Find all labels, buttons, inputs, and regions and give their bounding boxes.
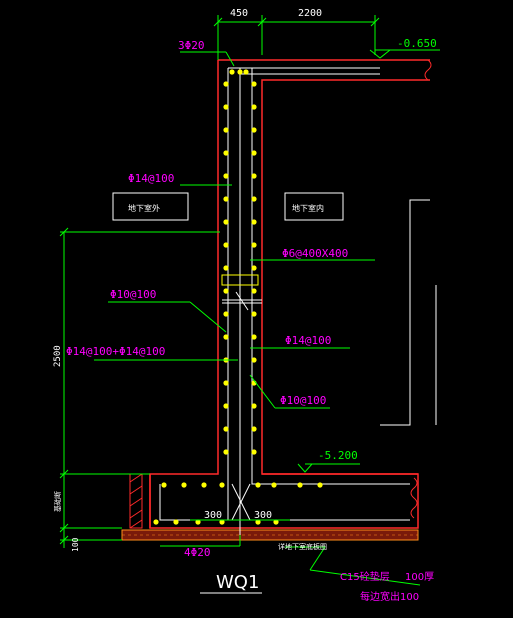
dim-left-small: 基础断 <box>53 491 62 512</box>
drawing-title: WQ1 <box>216 572 259 593</box>
rebar-dot <box>223 403 229 409</box>
rebar-dot <box>251 150 257 156</box>
slab-break-mark <box>410 59 432 519</box>
dim-top-left: 450 <box>230 8 248 19</box>
rebar-dot <box>223 127 229 133</box>
inner-rebar-line <box>251 68 410 485</box>
cushion-layer <box>121 529 419 541</box>
rebar-dot <box>223 288 229 294</box>
room-box-outside <box>112 192 189 221</box>
rebar-dot <box>251 242 257 248</box>
level-bottom: -5.200 <box>318 449 358 462</box>
rebar-dot <box>251 288 257 294</box>
wall-outer-face <box>149 60 430 529</box>
rebar-dot <box>255 519 261 525</box>
rebar-dot <box>251 127 257 133</box>
label-tie: Φ6@400X400 <box>282 247 348 260</box>
rebar-dot <box>219 482 225 488</box>
rebar-dot <box>223 196 229 202</box>
rebar-dot <box>255 482 261 488</box>
brick-hatch <box>129 473 143 529</box>
rebar-dot <box>223 173 229 179</box>
rebar-dots <box>153 69 323 525</box>
rebar-dot <box>223 426 229 432</box>
rebar-dot <box>223 311 229 317</box>
rebar-dot <box>223 449 229 455</box>
rebar-dot <box>251 311 257 317</box>
rebar-dot <box>229 69 235 75</box>
dim-top-right: 2200 <box>298 8 322 19</box>
labels: 450 2200 -0.650 3Φ20 Φ14@100 地下室外 地下室内 Φ… <box>53 8 437 603</box>
rebar-dot <box>317 482 323 488</box>
cushion-note: C15砼垫层 <box>340 570 390 583</box>
label-inner-vertical: Φ14@100 <box>285 334 331 347</box>
rebar-dot <box>297 482 303 488</box>
side-profile <box>380 199 437 426</box>
dimension-lines <box>59 15 440 586</box>
tie-symbol <box>221 274 262 311</box>
rebar-dot <box>251 219 257 225</box>
room-inside-label: 地下室内 <box>292 203 324 213</box>
rebar-dot <box>223 334 229 340</box>
rebar-dot <box>237 69 243 75</box>
rebar-dot <box>251 426 257 432</box>
rebar-dot <box>251 449 257 455</box>
rebar-dot <box>251 265 257 271</box>
rebar-lines <box>159 67 410 535</box>
rebar-dot <box>201 482 207 488</box>
rebar-dot <box>251 334 257 340</box>
rebar-dot <box>219 519 225 525</box>
label-outer-horizontal: Φ10@100 <box>110 288 156 301</box>
rebar-dot <box>195 519 201 525</box>
label-top-bars: 3Φ20 <box>178 39 205 52</box>
rebar-dot <box>153 519 159 525</box>
rebar-dot <box>251 357 257 363</box>
rebar-dot <box>251 81 257 87</box>
dim-left-height: 2500 <box>53 345 63 367</box>
rebar-dot <box>173 519 179 525</box>
label-outer-combined: Φ14@100+Φ14@100 <box>66 345 165 358</box>
dim-bottom-right: 300 <box>254 510 272 521</box>
label-outer-vertical: Φ14@100 <box>128 172 174 185</box>
rebar-dot <box>223 265 229 271</box>
label-bottom-bars: 4Φ20 <box>184 546 211 559</box>
rebar-dot <box>223 242 229 248</box>
dim-bottom-left: 300 <box>204 510 222 521</box>
rebar-dot <box>251 196 257 202</box>
rebar-dot <box>223 81 229 87</box>
label-inner-horizontal: Φ10@100 <box>280 394 326 407</box>
room-box-inside <box>284 192 344 221</box>
rebar-dot <box>271 482 277 488</box>
rebar-dot <box>223 219 229 225</box>
cushion-width: 每边宽出100 <box>360 590 419 603</box>
rebar-dot <box>243 69 249 75</box>
rebar-dot <box>223 380 229 386</box>
rebar-dot <box>223 104 229 110</box>
slab-note: 详地下室底板图 <box>278 542 327 551</box>
rebar-dot <box>223 150 229 156</box>
room-boxes <box>112 192 344 221</box>
rebar-dot <box>251 104 257 110</box>
dim-bottom-edge: 100 <box>71 537 80 552</box>
rebar-dot <box>273 519 279 525</box>
rebar-dot <box>181 482 187 488</box>
cushion-thickness: 100厚 <box>405 571 434 583</box>
rebar-dot <box>161 482 167 488</box>
room-outside-label: 地下室外 <box>128 203 160 213</box>
level-top: -0.650 <box>397 37 437 50</box>
rebar-dot <box>251 403 257 409</box>
wall-concrete-outline <box>149 59 430 529</box>
rebar-dot <box>251 173 257 179</box>
